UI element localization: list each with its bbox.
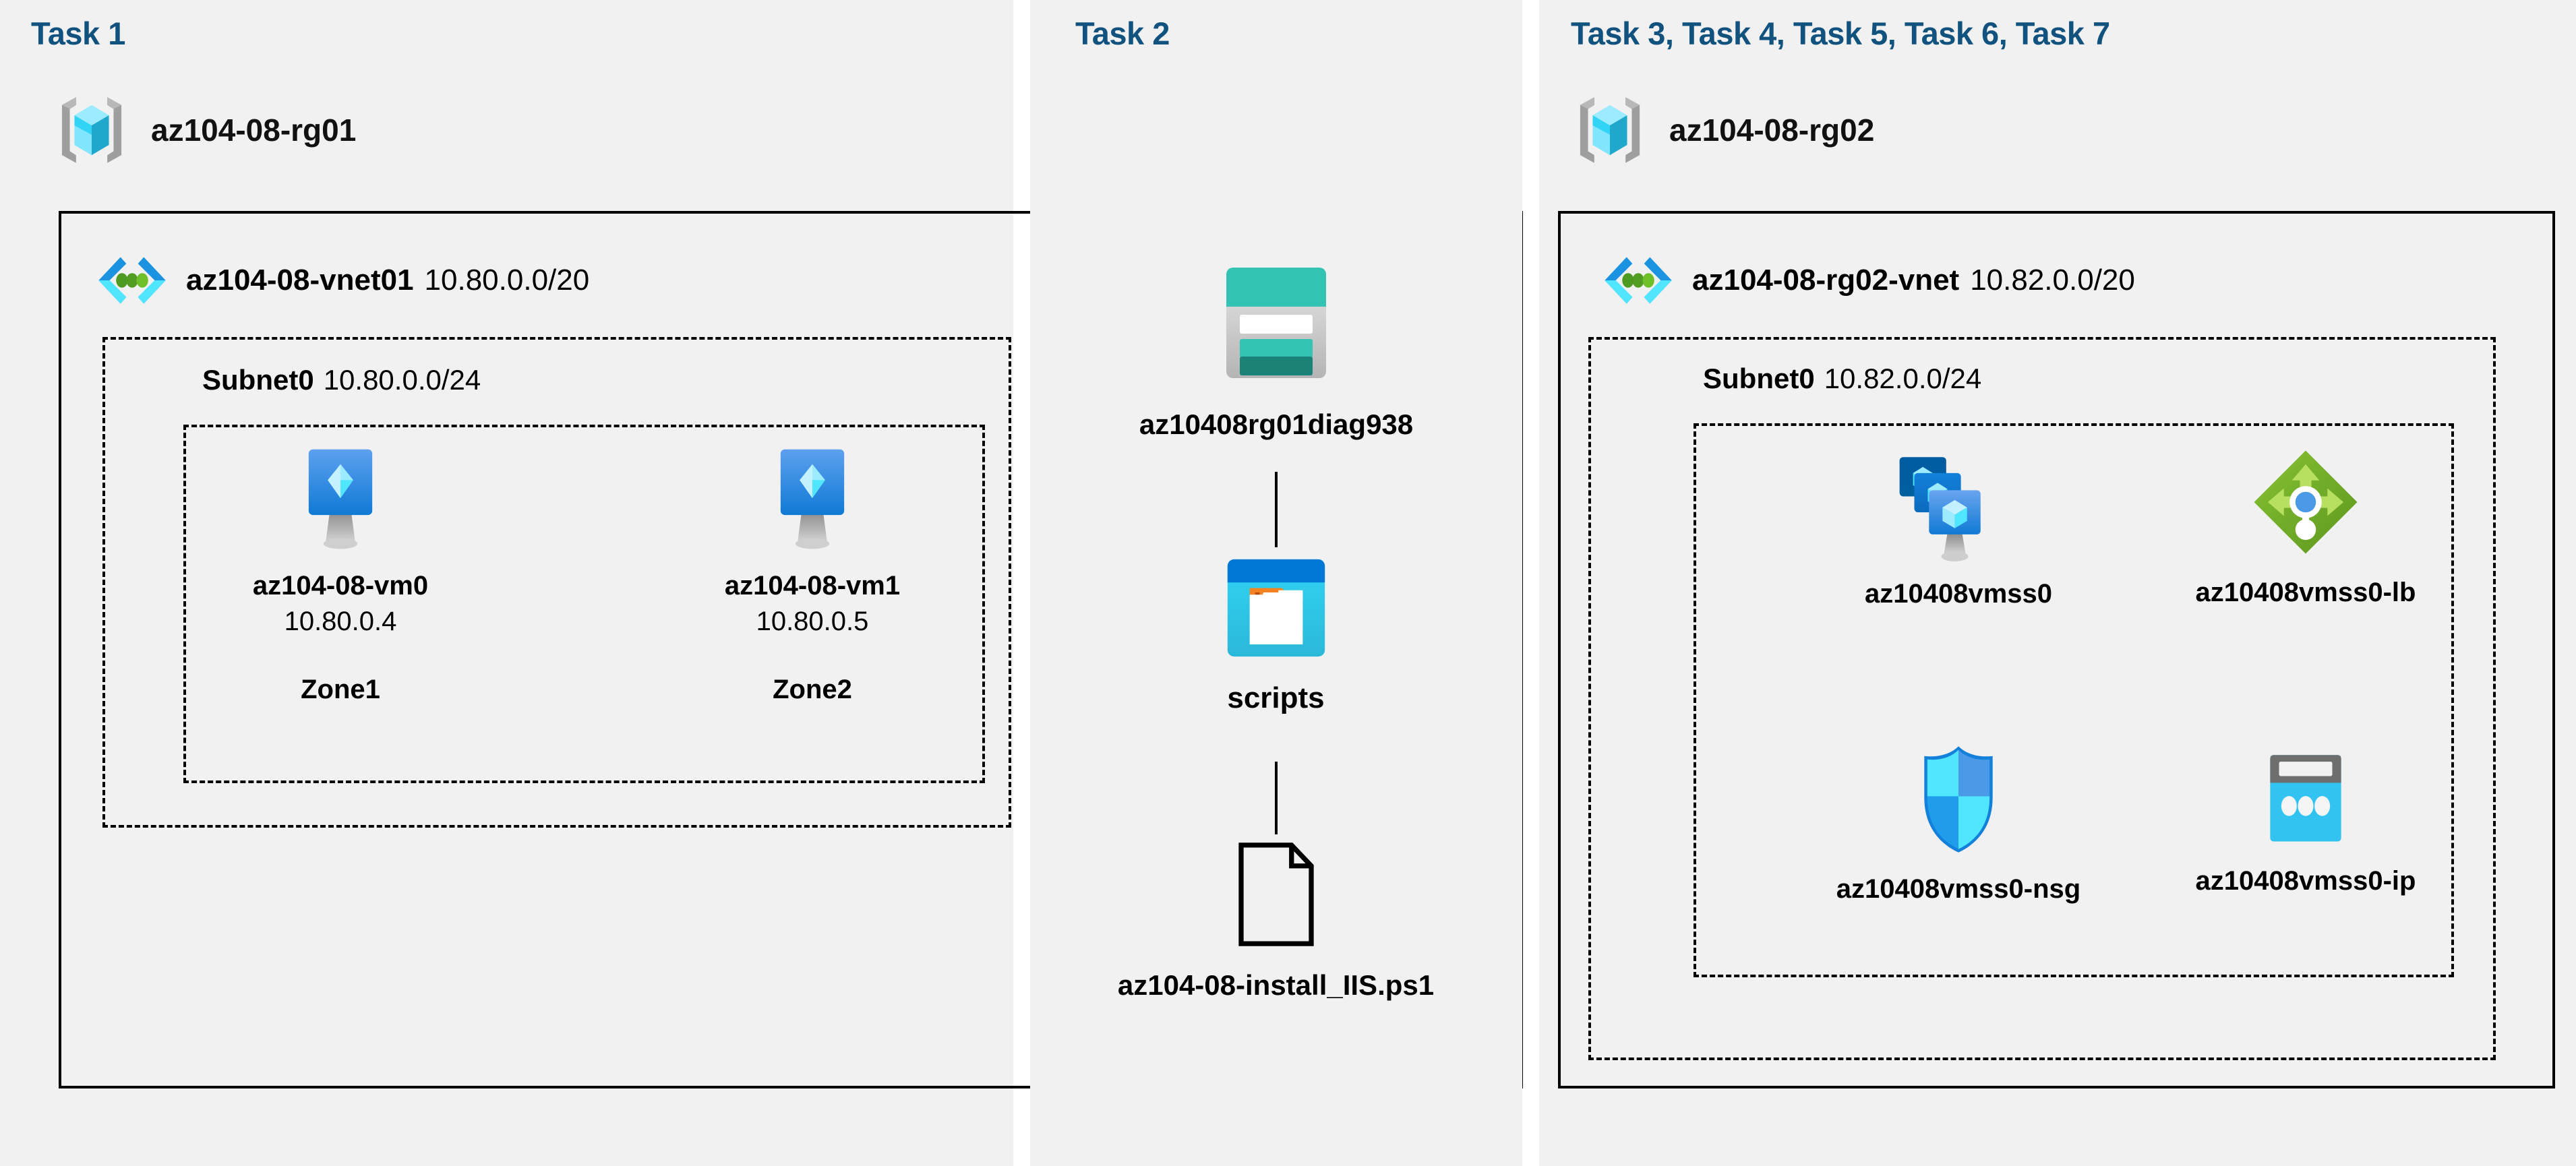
- lb-icon-wrap: [2117, 445, 2494, 559]
- task3-subnet-cidr: 10.82.0.0/24: [1824, 363, 1982, 394]
- task1-resource-group-name: az104-08-rg01: [151, 113, 357, 148]
- storage-account-name: az10408rg01diag938: [1139, 408, 1414, 440]
- task1-subnet-box: [102, 337, 1011, 828]
- file-icon-wrap: [1085, 839, 1466, 950]
- network-security-group-icon: [1924, 746, 1993, 853]
- task1-vnet-header: az104-08-vnet01 10.80.0.0/20: [96, 244, 589, 317]
- load-balancer-icon: [2254, 450, 2358, 554]
- task3-resources-box: [1694, 423, 2454, 977]
- resource-group-icon: [1571, 91, 1649, 169]
- public-ip-name: az10408vmss0-ip: [2195, 866, 2416, 896]
- task3to7-title: Task 3, Task 4, Task 5, Task 6, Task 7: [1571, 16, 2110, 51]
- resource-group-icon: [53, 91, 131, 169]
- task3-vnet-header: az104-08-rg02-vnet 10.82.0.0/20: [1602, 244, 2135, 317]
- task2-title: Task 2: [1075, 16, 1170, 51]
- task1-subnet-cidr: 10.80.0.0/24: [323, 364, 481, 396]
- connector-container-to-file: [1275, 762, 1278, 834]
- vm-ip-1: 10.80.0.5: [756, 607, 869, 637]
- task3-subnet-label: Subnet0 10.82.0.0/24: [1703, 363, 1981, 395]
- load-balancer-node: az10408vmss0-lb: [2117, 445, 2494, 610]
- task1-vnet-cidr: 10.80.0.0/20: [424, 264, 590, 297]
- vm-name-0: az104-08-vm0: [252, 571, 429, 601]
- script-file-node: az104-08-install_IIS.ps1: [1085, 839, 1466, 1004]
- vm-zone-1: Zone2: [773, 675, 852, 705]
- blob-container-node: scripts: [1146, 553, 1406, 717]
- storage-icon-wrap: [1108, 259, 1445, 388]
- task1-zones-box: [183, 425, 985, 783]
- task3-vnet-name: az104-08-rg02-vnet: [1692, 264, 1960, 297]
- vm-ip-0: 10.80.0.4: [284, 607, 397, 637]
- task1-vnet-name: az104-08-vnet01: [186, 264, 414, 297]
- task3-resource-group: az104-08-rg02: [1571, 91, 1874, 169]
- vm-node-1: az104-08-vm1 10.80.0.5 Zone2: [694, 445, 930, 705]
- public-ip-address-icon: [2270, 755, 2341, 842]
- task3-resource-group-name: az104-08-rg02: [1669, 113, 1875, 148]
- virtual-network-icon: [96, 244, 169, 317]
- virtual-network-icon: [1602, 244, 1675, 317]
- nsg-node: az10408vmss0-nsg: [1766, 741, 2151, 907]
- script-file-name: az104-08-install_IIS.ps1: [1117, 969, 1435, 1001]
- vm-node-0: az104-08-vm0 10.80.0.4 Zone1: [222, 445, 458, 705]
- task1-title: Task 1: [31, 16, 125, 51]
- public-ip-node: az10408vmss0-ip: [2124, 748, 2488, 898]
- nsg-icon-wrap: [1766, 741, 2151, 857]
- vmss-node: az10408vmss0: [1766, 445, 2151, 611]
- vmss-name: az10408vmss0: [1864, 579, 2053, 609]
- task1-subnet-name: Subnet0: [202, 364, 314, 396]
- vm-name-1: az104-08-vm1: [724, 571, 901, 601]
- script-file-icon: [1238, 842, 1314, 946]
- vm-icon-wrap-0: [222, 445, 458, 551]
- task3-vnet-box: [1558, 211, 2555, 1088]
- vm-zone-0: Zone1: [301, 675, 380, 705]
- task1-resource-group: az104-08-rg01: [53, 91, 356, 169]
- task3-vnet-cidr: 10.82.0.0/20: [1970, 264, 2135, 297]
- task3-subnet-name: Subnet0: [1703, 363, 1815, 394]
- panel-task1: [0, 0, 1013, 1166]
- virtual-machine-icon: [308, 449, 373, 549]
- blob-container-name: scripts: [1227, 681, 1325, 714]
- load-balancer-name: az10408vmss0-lb: [2195, 578, 2416, 607]
- task1-subnet-label: Subnet0 10.80.0.0/24: [202, 364, 481, 396]
- nsg-name: az10408vmss0-nsg: [1836, 874, 2081, 904]
- vm-scale-set-icon: [1899, 457, 1981, 561]
- vm-icon-wrap-1: [694, 445, 930, 551]
- connector-storage-to-container: [1275, 472, 1278, 547]
- virtual-machine-icon: [780, 449, 845, 549]
- panel-task3to7: [1539, 0, 2576, 1166]
- blob-container-icon: [1227, 559, 1325, 657]
- task3-subnet-box: [1588, 337, 2496, 1060]
- storage-account-icon: [1226, 268, 1326, 378]
- vmss-icon-wrap: [1766, 445, 2151, 567]
- storage-account-node: az10408rg01diag938: [1108, 259, 1445, 443]
- container-icon-wrap: [1146, 553, 1406, 663]
- public-ip-icon-wrap: [2124, 748, 2488, 851]
